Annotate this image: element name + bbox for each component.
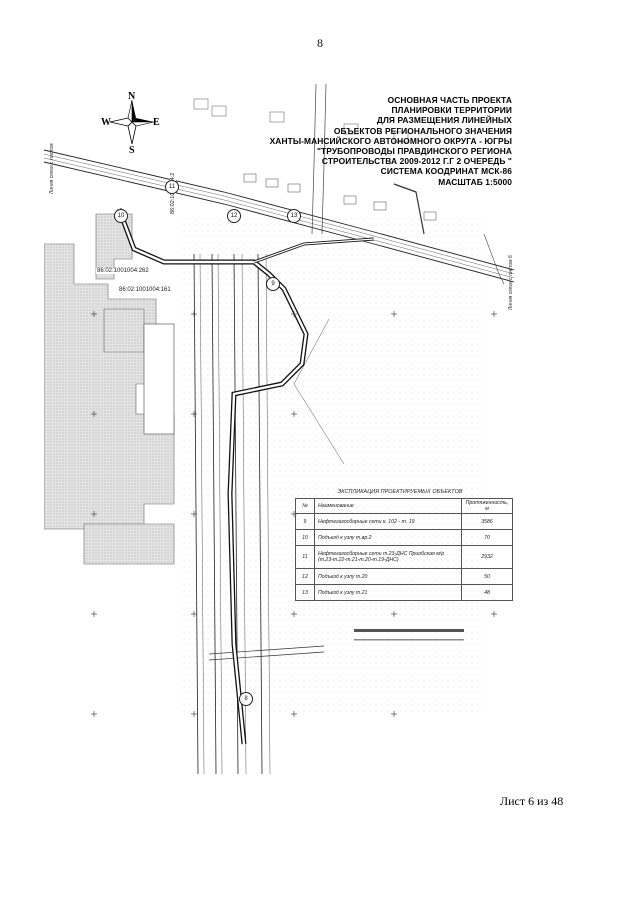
scale-bar xyxy=(354,629,464,632)
house-outline xyxy=(211,105,227,117)
route-marker-10: 10 xyxy=(114,209,128,223)
legend-cell-length: 2932 xyxy=(461,545,513,569)
house-outline xyxy=(193,98,209,110)
compass-rose xyxy=(109,99,155,145)
route-marker-8: 8 xyxy=(239,692,253,706)
legend-header-row: № Наименование Протяженность, м xyxy=(295,498,513,514)
legend-cell-num: 13 xyxy=(295,584,315,601)
built-up-block xyxy=(103,308,145,353)
legend-row: 12 Подъезд к узлу т.20 50 xyxy=(295,568,513,585)
title-line: СИСТЕМА КООДРИНАТ МСК-86 xyxy=(380,166,512,177)
title-line: "ТРУБОПРОВОДЫ ПРАВДИНСКОГО РЕГИОНА xyxy=(316,146,512,157)
house-outline xyxy=(287,183,301,193)
pipeline-branch-inner xyxy=(253,238,375,263)
title-line: ДЛЯ РАЗМЕЩЕНИЯ ЛИНЕЙНЫХ xyxy=(376,115,512,126)
scale-bar xyxy=(354,639,464,641)
compass-e: E xyxy=(153,117,160,128)
street-label-east: Линия связи с листом 8 xyxy=(508,255,514,310)
highway-edge xyxy=(44,161,515,283)
legend-row: 9 Нефтегазосборные сети к. 102 - т. 19 3… xyxy=(295,513,513,530)
house-outline xyxy=(243,173,257,183)
route-marker-12: 12 xyxy=(227,209,241,223)
title-line: ОБЪЕКТОВ РЕГИОНАЛЬНОГО ЗНАЧЕНИЯ xyxy=(333,125,512,136)
legend-cell-name: Нефтегазосборные сети т.23-ДНС Приобская… xyxy=(314,545,462,569)
compass-w: W xyxy=(101,117,111,128)
sheet-counter: Лист 6 из 48 xyxy=(500,794,564,808)
house-outline xyxy=(423,211,437,221)
house-outline xyxy=(343,195,357,205)
page-number: 8 xyxy=(317,36,323,50)
corridor-line xyxy=(241,253,247,774)
house-outline xyxy=(269,111,285,123)
street-label-west: Линия связи с листом xyxy=(49,143,55,194)
title-line: СТРОИТЕЛЬСТВА 2009-2012 Г.Г 2 ОЧЕРЕДЬ " xyxy=(321,156,512,167)
legend-cell-name: Нефтегазосборные сети к. 102 - т. 19 xyxy=(314,513,462,530)
pipeline-route xyxy=(116,208,375,745)
dirt-track xyxy=(293,318,345,465)
compass-s: S xyxy=(129,145,135,156)
legend-header-length: Протяженность, м xyxy=(461,498,513,514)
building-outline xyxy=(143,323,175,435)
corridor-line xyxy=(211,253,217,774)
route-marker-9: 9 xyxy=(266,277,280,291)
route-marker-13: 13 xyxy=(287,209,301,223)
site-plan-map xyxy=(44,84,515,774)
side-road xyxy=(311,84,317,235)
corridor-line xyxy=(257,253,263,774)
legend-header-name: Наименование xyxy=(314,498,462,514)
corridor-line xyxy=(217,253,223,774)
legend-cell-length: 70 xyxy=(461,529,513,546)
legend-title: ЭКСПЛИКАЦИЯ ПРОЕКТИРУЕМЫХ ОБЪЕКТОВ xyxy=(337,489,463,495)
legend-cell-num: 11 xyxy=(295,545,315,569)
legend-cell-num: 10 xyxy=(295,529,315,546)
legend-cell-name: Подъезд к узлу т.вр.2 xyxy=(314,529,462,546)
legend-row: 10 Подъезд к узлу т.вр.2 70 xyxy=(295,529,513,546)
legend-cell-num: 9 xyxy=(295,513,315,530)
built-up-block xyxy=(95,213,133,280)
parcel-id: 86:02:1001004:262 xyxy=(96,268,150,274)
grid-crosses xyxy=(91,311,497,717)
corridor-line xyxy=(265,253,271,774)
legend-row: 13 Подъезд к узлу т.21 48 xyxy=(295,584,513,601)
house-outline xyxy=(393,131,409,143)
map-title-block: ОСНОВНАЯ ЧАСТЬ ПРОЕКТА ПЛАНИРОВКИ ТЕРРИТ… xyxy=(212,95,512,187)
pipeline-inner xyxy=(117,208,308,745)
legend-table: № Наименование Протяженность, м 9 Нефтег… xyxy=(295,498,513,601)
title-line: ПЛАНИРОВКИ ТЕРРИТОРИИ xyxy=(391,105,512,116)
house-outline xyxy=(265,178,279,188)
legend-cell-name: Подъезд к узлу т.20 xyxy=(314,568,462,585)
cross-road xyxy=(208,645,325,655)
title-line: МАСШТАБ 1:5000 xyxy=(438,176,512,187)
compass-west-point xyxy=(109,117,133,127)
legend-cell-length: 48 xyxy=(461,584,513,601)
route-marker-11: 11 xyxy=(165,180,179,194)
house-outline xyxy=(373,201,387,211)
title-line: ОСНОВНАЯ ЧАСТЬ ПРОЕКТА xyxy=(387,95,512,105)
parcel-id: 86:02:1001004:161 xyxy=(118,287,172,293)
legend-cell-num: 12 xyxy=(295,568,315,585)
legend-row: 11 Нефтегазосборные сети т.23-ДНС Приобс… xyxy=(295,545,513,569)
built-up-block xyxy=(83,523,175,565)
corridor-line xyxy=(199,253,205,774)
legend-cell-length: 50 xyxy=(461,568,513,585)
house-outline xyxy=(343,123,359,135)
legend-cell-length: 3586 xyxy=(461,513,513,530)
legend-header-num: № xyxy=(295,498,315,514)
side-road xyxy=(483,233,505,285)
side-road xyxy=(321,84,327,235)
compass-n: N xyxy=(128,91,136,102)
legend-cell-name: Подъезд к узлу т.21 xyxy=(314,584,462,601)
side-road xyxy=(393,183,425,235)
cross-road xyxy=(208,651,325,661)
title-line: ХАНТЫ-МАНСИЙСКОГО АВТОНОМНОГО ОКРУГА - Ю… xyxy=(269,135,512,146)
